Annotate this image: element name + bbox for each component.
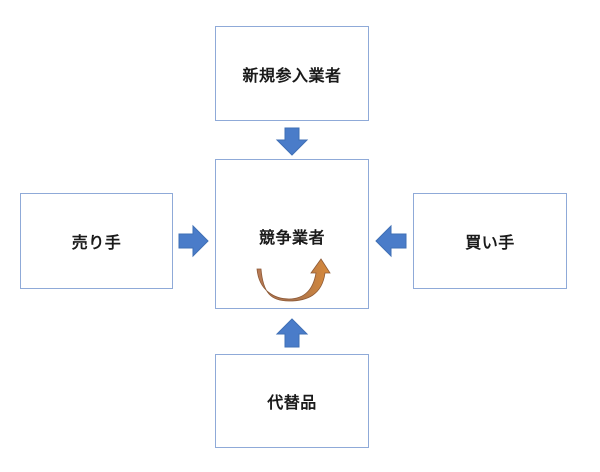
arrow-right-icon <box>178 224 209 258</box>
buyers-label: 買い手 <box>465 233 515 252</box>
arrow-up-icon <box>275 318 309 348</box>
curved-arrow-icon <box>256 258 331 302</box>
buyers-box: 買い手 <box>413 193 567 289</box>
substitutes-box: 代替品 <box>215 354 369 448</box>
suppliers-label: 売り手 <box>71 233 122 252</box>
substitutes-label: 代替品 <box>267 393 317 412</box>
new-entrants-label: 新規参入業者 <box>242 65 342 85</box>
suppliers-box: 売り手 <box>20 193 173 289</box>
new-entrants-box: 新規参入業者 <box>215 26 369 121</box>
competitors-label: 競争業者 <box>258 228 325 247</box>
competitors-box: 競争業者 <box>215 159 369 309</box>
arrow-down-icon <box>275 127 309 156</box>
arrow-left-icon <box>375 224 407 258</box>
